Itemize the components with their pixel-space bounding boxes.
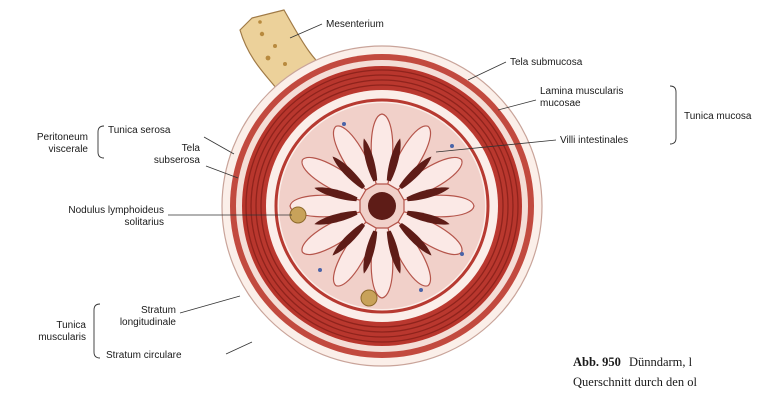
label-tunica-mucosa: Tunica mucosa (684, 111, 752, 122)
label-stratum-circulare: Stratum circulare (106, 350, 182, 361)
intestine-illustration (222, 10, 542, 366)
label-mesenterium: Mesenterium (326, 19, 384, 30)
caption-line-1: Abb. 950 Dünndarm, l (573, 352, 780, 372)
lymphoid-nodule (361, 290, 377, 306)
label-lamina-muscularis-2: mucosae (540, 98, 581, 109)
brace-tunica-mucosa (670, 86, 676, 144)
label-peritoneum-1: Peritoneum (37, 132, 88, 143)
brace-tunica-muscularis (94, 304, 100, 358)
label-tunica-serosa: Tunica serosa (108, 125, 171, 136)
label-tela-1: Tela (182, 143, 201, 154)
label-villi-intestinales: Villi intestinales (560, 135, 628, 146)
label-tunica-muscularis-2: muscularis (38, 332, 86, 343)
label-tunica-muscularis-1: Tunica (56, 320, 86, 331)
caption-figure-number: Abb. 950 (573, 355, 621, 369)
label-tela-submucosa: Tela submucosa (510, 57, 583, 68)
label-nodulus-2: solitarius (125, 217, 164, 228)
label-stratum-1: Stratum (141, 305, 176, 316)
label-peritoneum-2: viscerale (49, 144, 89, 155)
nodulus-lymphoideus-solitarius (290, 207, 306, 223)
brace-peritoneum (98, 126, 104, 158)
figure-caption: Abb. 950 Dünndarm, l Querschnitt durch de… (573, 352, 780, 392)
caption-line-2: Querschnitt durch den ol (573, 372, 780, 392)
caption-text-1: Dünndarm, l (629, 355, 692, 369)
label-lamina-muscularis-1: Lamina muscularis (540, 86, 623, 97)
label-nodulus-1: Nodulus lymphoideus (68, 205, 164, 216)
label-tela-2: subserosa (154, 155, 201, 166)
label-stratum-2: longitudinale (120, 317, 177, 328)
